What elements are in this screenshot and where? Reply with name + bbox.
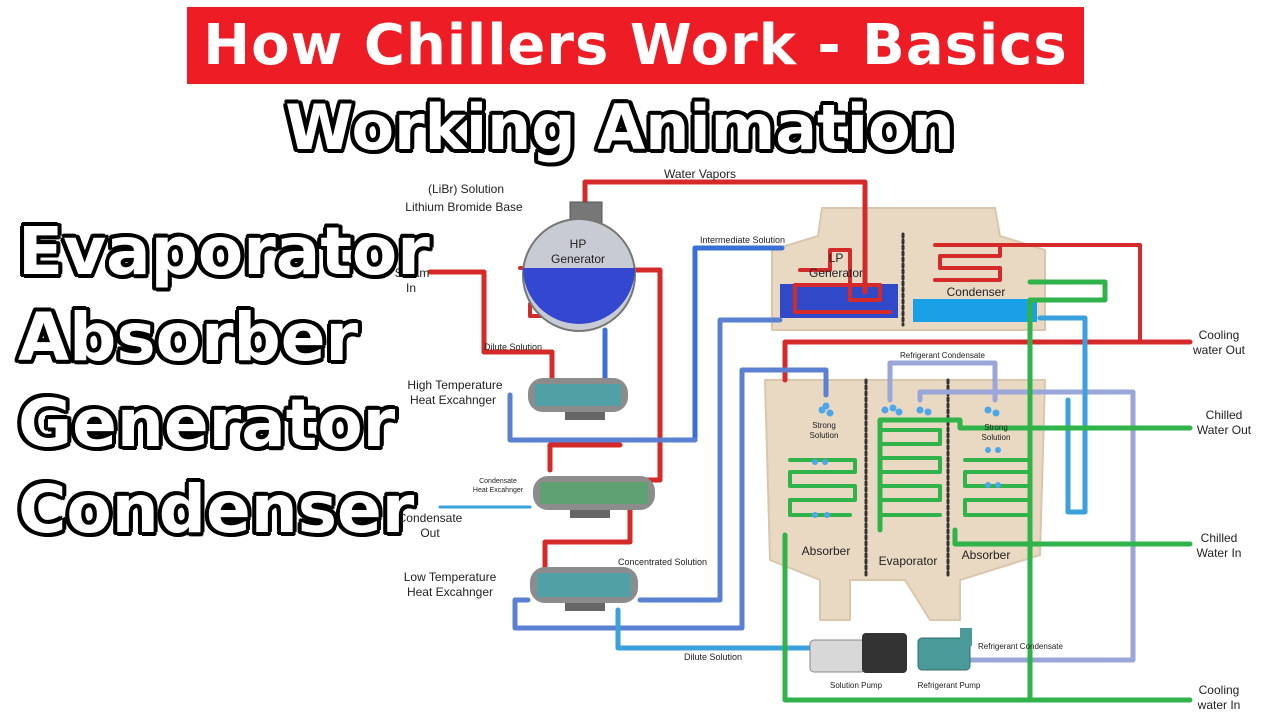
lthx-left-pipe <box>512 367 829 631</box>
water-vapors-pipe <box>582 179 868 295</box>
chilled-water-out-label-2: Water Out <box>1197 423 1252 437</box>
cond-hx-label-2: Heat Excahnger <box>473 487 524 494</box>
cooling-loop-pipe <box>1027 279 1108 703</box>
absorber-left-coil <box>788 458 857 517</box>
absorber-left-label: Absorber <box>802 544 851 558</box>
evaporator-label: Evaporator <box>879 554 938 568</box>
keyword-evaporator: Evaporator <box>18 213 430 290</box>
solution-pump-icon <box>809 633 907 673</box>
hthx-label-1: High Temperature <box>407 378 502 392</box>
cond-hx-label-1: Condensate <box>479 478 517 485</box>
condensate-out-label-1: Condensate <box>398 511 463 525</box>
lthx-label-1: Low Temperature <box>404 570 497 584</box>
steam-in-pipe <box>427 269 555 387</box>
refrigerant-pump-label: Refrigerant Pump <box>918 681 981 690</box>
keyword-generator: Generator <box>18 385 396 462</box>
refrigerant-condensate-pipe <box>887 360 998 403</box>
strong-solution-right-2: Solution <box>982 433 1011 442</box>
hp-generator-label-1: HP <box>570 237 587 251</box>
intermediate-solution-pipe <box>692 245 785 443</box>
page-subtitle: Working Animation <box>285 91 955 164</box>
page-title: How Chillers Work - Basics <box>203 13 1068 78</box>
lp-coil <box>793 248 892 314</box>
hthx-label-2: Heat Excahnger <box>410 393 496 407</box>
water-vapors-label: Water Vapors <box>664 167 736 181</box>
strong-solution-right-1: Strong <box>984 423 1008 432</box>
return-outer-pipe <box>917 389 1136 663</box>
chilled-water-in-pipe <box>952 527 1193 547</box>
strong-solution-left-2: Solution <box>810 431 839 440</box>
absorber-right-label: Absorber <box>962 548 1011 562</box>
condenser-label: Condenser <box>947 285 1006 299</box>
cooling-water-in-pipe <box>782 532 1193 703</box>
refrigerant-pump-icon <box>917 628 972 671</box>
lthx-label-2: Heat Excahnger <box>407 585 493 599</box>
strong-solution-left-1: Strong <box>812 421 836 430</box>
low-temp-red-pipe <box>542 507 633 578</box>
chilled-water-in-label-1: Chilled <box>1201 531 1238 545</box>
dilute-solution-bottom-label: Dilute Solution <box>684 652 742 662</box>
evaporator-coil <box>878 428 942 517</box>
cooling-water-out-label-2: water Out <box>1192 343 1246 357</box>
hthx-loop <box>507 392 698 443</box>
solution-pump-label: Solution Pump <box>830 681 883 690</box>
refrigerant-condensate-top-label: Refrigerant Condensate <box>900 351 985 360</box>
heat-exchangers <box>528 378 655 611</box>
lp-generator-label-1: LP <box>829 251 844 265</box>
condensate-out-label-2: Out <box>420 526 440 540</box>
cooling-water-out-pipe <box>782 339 1193 383</box>
chilled-water-in-label-2: Water In <box>1197 546 1242 560</box>
keyword-condenser: Condenser <box>18 471 415 548</box>
condenser-water <box>913 299 1037 322</box>
intermediate-solution-label: Intermediate Solution <box>700 235 785 245</box>
dilute-solution-pipe <box>615 607 813 651</box>
cooling-water-in-label-1: Cooling <box>1199 683 1240 697</box>
droplet-icons <box>812 402 1001 518</box>
chilled-water-out-label-1: Chilled <box>1206 408 1243 422</box>
cooling-water-in-label-2: water In <box>1197 698 1241 712</box>
concentrated-solution-label: Concentrated Solution <box>618 557 707 567</box>
steam-in-label-2: In <box>406 281 416 295</box>
dilute-solution-top-label: Dilute Solution <box>484 342 542 352</box>
lp-generator-label-2: Generator <box>809 266 863 280</box>
steam-in-label-1: Steam <box>395 266 430 280</box>
cooling-water-out-label-1: Cooling <box>1199 328 1240 342</box>
title-banner <box>187 7 1084 84</box>
condenser-cooling-pipe <box>1037 315 1088 515</box>
condenser-coil <box>933 243 1142 344</box>
lp-return-pipe <box>637 317 783 603</box>
libr-label-2: Lithium Bromide Base <box>405 200 523 214</box>
condensate-pipe <box>547 442 623 473</box>
hp-generator-label-2: Generator <box>551 252 605 266</box>
keyword-absorber: Absorber <box>18 299 359 376</box>
libr-label-1: (LiBr) Solution <box>428 182 504 196</box>
hp-generator-solution <box>523 268 635 324</box>
refrigerant-condensate-bottom-label: Refrigerant Condensate <box>978 642 1063 651</box>
